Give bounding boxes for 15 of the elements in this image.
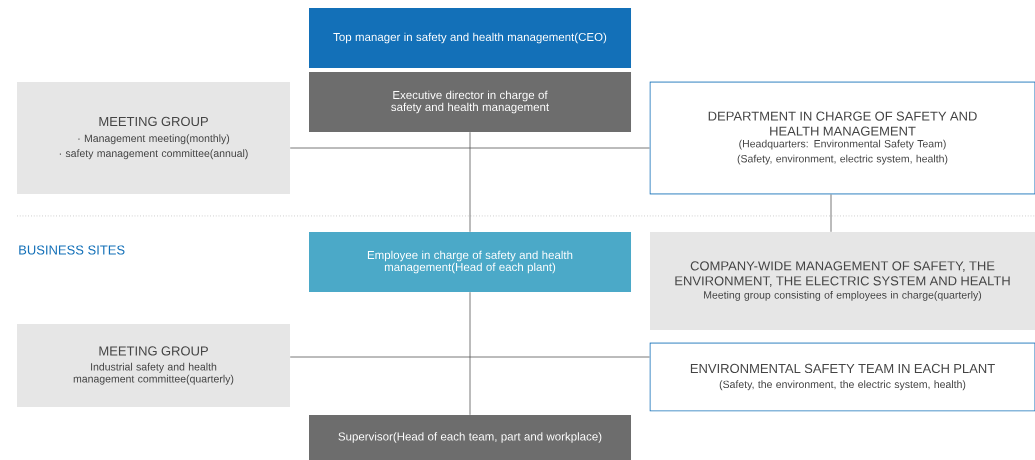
- department-box: DEPARTMENT IN CHARGE OF SAFETY AND HEALTH MANAGEMENT (Headquarters: Environmental Safety Team) (Safety, environment, electric system, health): [649, 81, 1035, 195]
- top-manager-box: Top manager in safety and health management(CEO): [309, 8, 631, 68]
- director-box: Executive director in charge of safety and health management: [309, 72, 631, 132]
- meeting-group-box: MEETING GROUP Industrial safety and health management committee(quarterly): [17, 324, 290, 407]
- connector-line: [289, 356, 650, 358]
- connector-line: [469, 291, 471, 416]
- meeting-group-box: COMPANY-WIDE MANAGEMENT OF SAFETY, THE ENVIRONMENT, THE ELECTRIC SYSTEM AND HEALTH Meeting group consisting of employees in charge(quarterly): [650, 232, 1035, 330]
- connector-line: [830, 194, 832, 233]
- connector-line: [469, 131, 471, 233]
- section-label: BUSINESS SITES: [19, 245, 125, 255]
- connector-line: [289, 147, 650, 149]
- team-box: ENVIRONMENTAL SAFETY TEAM IN EACH PLANT (Safety, the environment, the electric system, health): [649, 342, 1035, 412]
- employee-box: Employee in charge of safety and health management(Head of each plant): [309, 232, 631, 292]
- supervisor-box: Supervisor(Head of each team, part and workplace): [309, 415, 631, 460]
- meeting-group-box: MEETING GROUP · Management meeting(monthly) · safety management committee(annual): [17, 82, 290, 194]
